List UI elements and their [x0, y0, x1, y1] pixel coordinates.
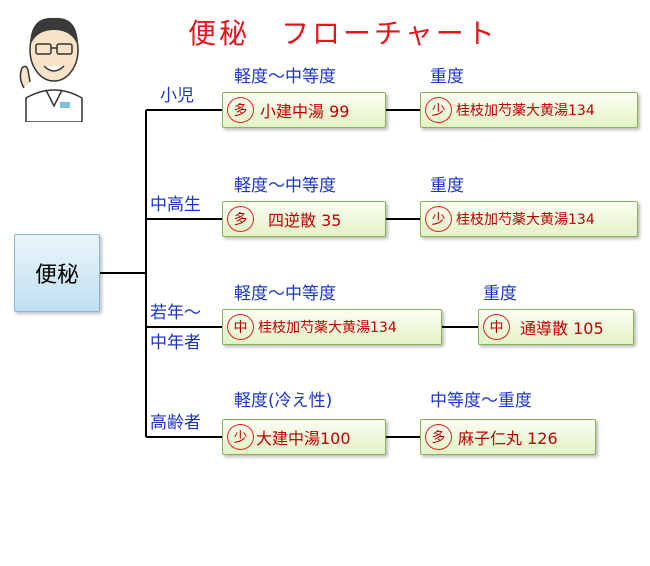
severity-label: 重度: [430, 176, 464, 196]
dose-badge: 中: [227, 314, 254, 340]
medicine-box: 多 小建中湯 99: [222, 92, 386, 128]
severity-label: 軽度(冷え性): [234, 391, 333, 411]
medicine-box: 多 四逆散 35: [222, 201, 386, 237]
severity-label: 軽度～中等度: [234, 284, 336, 304]
medicine-name: 桂枝加芍薬大黄湯134: [258, 320, 397, 336]
dose-badge: 多: [227, 97, 254, 123]
medicine-name: 桂枝加芍薬大黄湯134: [456, 103, 595, 119]
severity-label: 中等度～重度: [430, 391, 532, 411]
dose-badge: 少: [425, 97, 452, 123]
medicine-box: 少 大建中湯100: [222, 419, 386, 455]
medicine-name: 四逆散 35: [268, 211, 342, 230]
severity-label: 重度: [483, 284, 517, 304]
medicine-name: 小建中湯 99: [260, 102, 350, 121]
group-label-elderly: 高齢者: [150, 413, 201, 433]
medicine-box: 多 麻子仁丸 126: [420, 419, 596, 455]
group-label-middle-high: 中高生: [150, 195, 201, 215]
group-label-child: 小児: [160, 86, 194, 106]
medicine-name: 大建中湯100: [256, 429, 351, 448]
medicine-box: 中 桂枝加芍薬大黄湯134: [222, 309, 442, 345]
severity-label: 軽度～中等度: [234, 67, 336, 87]
medicine-box: 中 通導散 105: [478, 309, 634, 345]
root-node-constipation: 便秘: [14, 234, 100, 312]
group-label-young-line2: 中年者: [150, 333, 201, 353]
severity-label: 軽度～中等度: [234, 176, 336, 196]
medicine-box: 少 桂枝加芍薬大黄湯134: [420, 201, 638, 237]
severity-label: 重度: [430, 67, 464, 87]
doctor-avatar-icon: [19, 17, 83, 122]
medicine-box: 少 桂枝加芍薬大黄湯134: [420, 92, 638, 128]
dose-badge: 少: [425, 206, 452, 232]
page-title: 便秘 フローチャート: [188, 17, 498, 50]
dose-badge: 中: [483, 314, 510, 340]
medicine-name: 通導散 105: [520, 319, 604, 338]
medicine-name: 麻子仁丸 126: [458, 429, 558, 448]
group-label-young-line1: 若年～: [150, 303, 201, 323]
dose-badge: 多: [227, 206, 254, 232]
medicine-name: 桂枝加芍薬大黄湯134: [456, 212, 595, 228]
dose-badge: 少: [227, 424, 254, 450]
dose-badge: 多: [425, 424, 452, 450]
